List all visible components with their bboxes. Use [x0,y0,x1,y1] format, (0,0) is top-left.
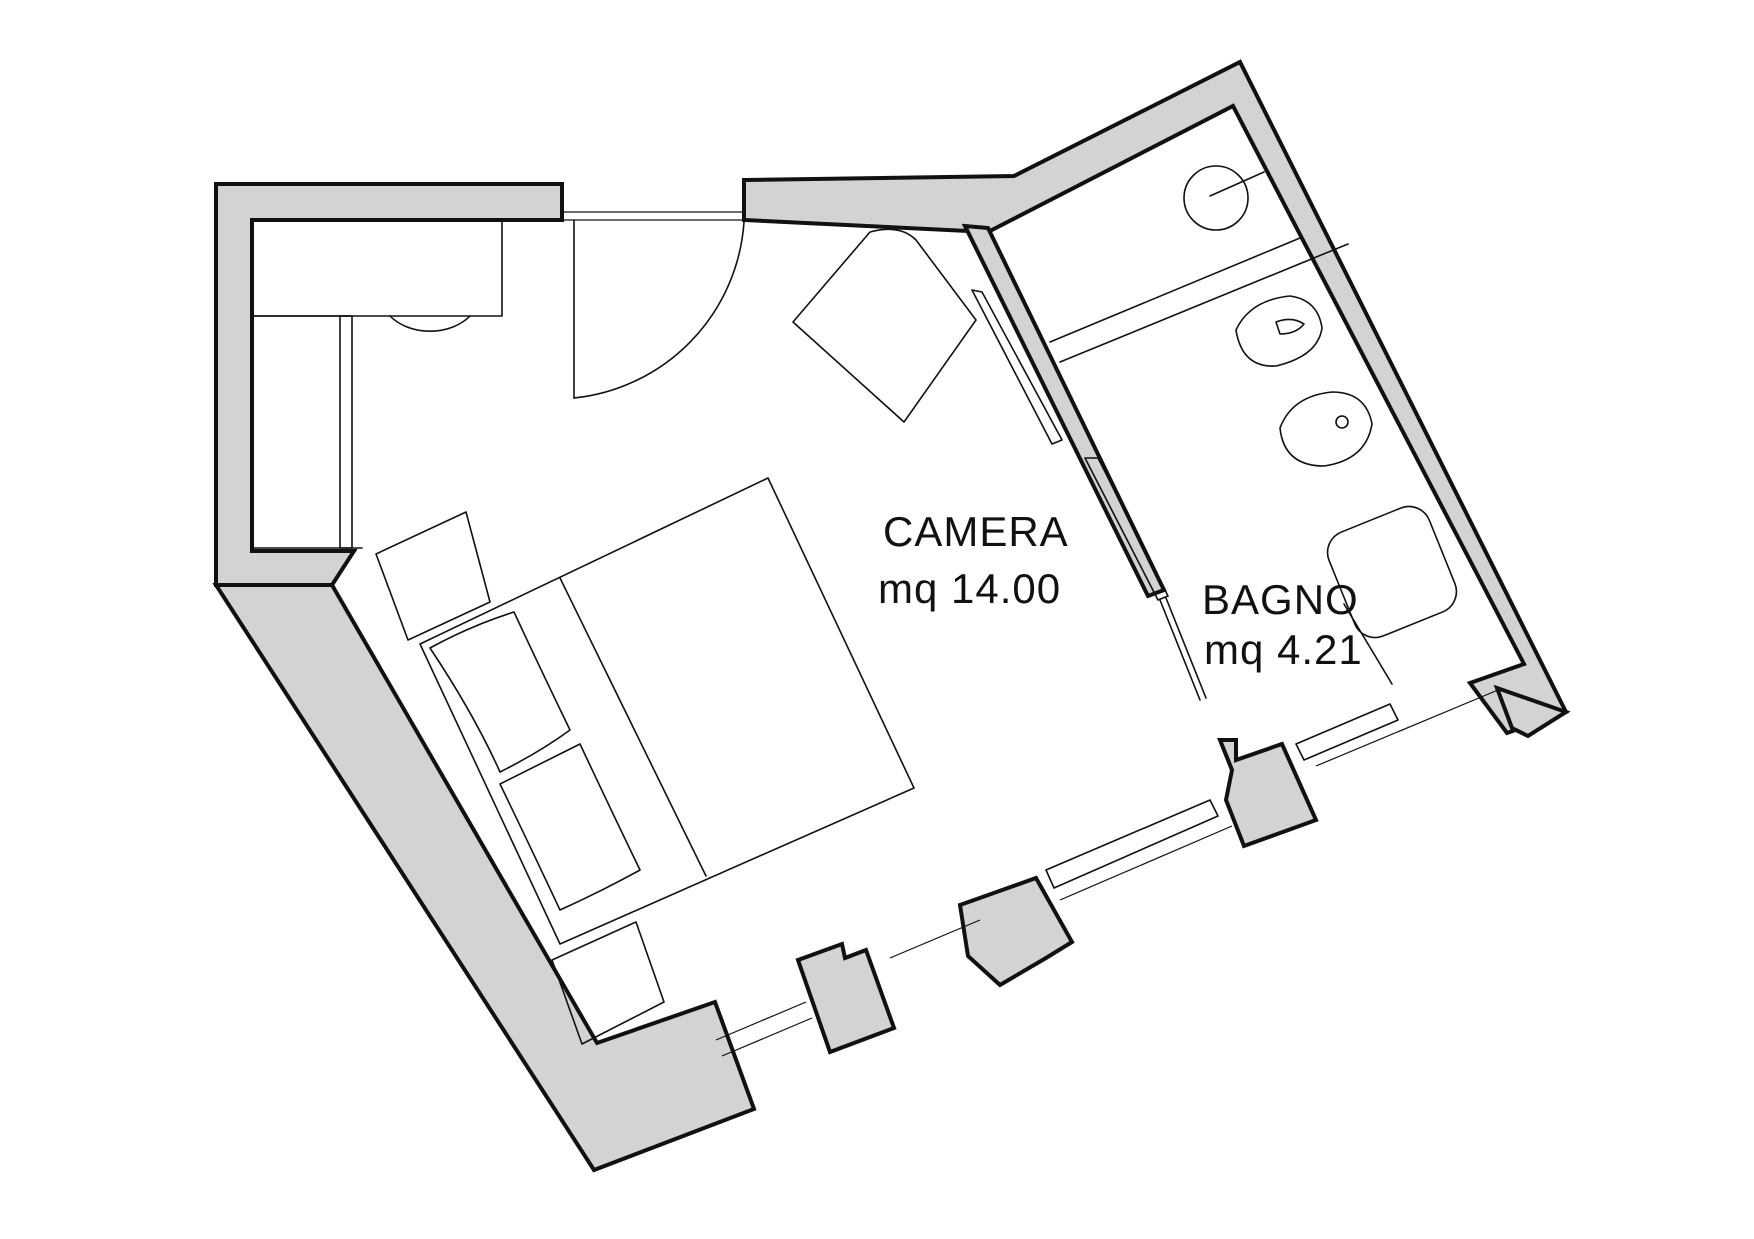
pillow-1 [429,611,571,773]
wall-top-right [742,59,1569,736]
armchair [792,228,977,423]
window-sills [715,689,1499,1057]
sliding-door [971,289,1207,701]
wall-bathroom-corner [1493,684,1571,739]
room-name-camera: CAMERA [883,508,1069,555]
double-bed [375,477,915,1045]
room-area-camera: mq 14.00 [878,565,1061,612]
wall-partition [961,223,1167,599]
wall-pilaster-1 [1217,738,1319,849]
wall-pilaster-3 [795,941,897,1055]
wall-left-top [214,182,564,587]
bidet [1279,391,1373,467]
room-area-bagno: mq 4.21 [1204,626,1363,673]
washbasin [1183,165,1249,231]
wardrobe [251,219,503,549]
entrance-door [562,211,745,399]
wall-left-slanted [212,583,757,1173]
pillow-2 [499,743,641,911]
walls [212,59,1571,1173]
wall-pilaster-2 [957,875,1075,988]
nightstand-bottom [551,921,665,1045]
room-name-bagno: BAGNO [1202,576,1359,623]
shower-tray [1326,505,1458,639]
nightstand-top [375,511,491,641]
bathroom-fixtures [1049,165,1458,685]
